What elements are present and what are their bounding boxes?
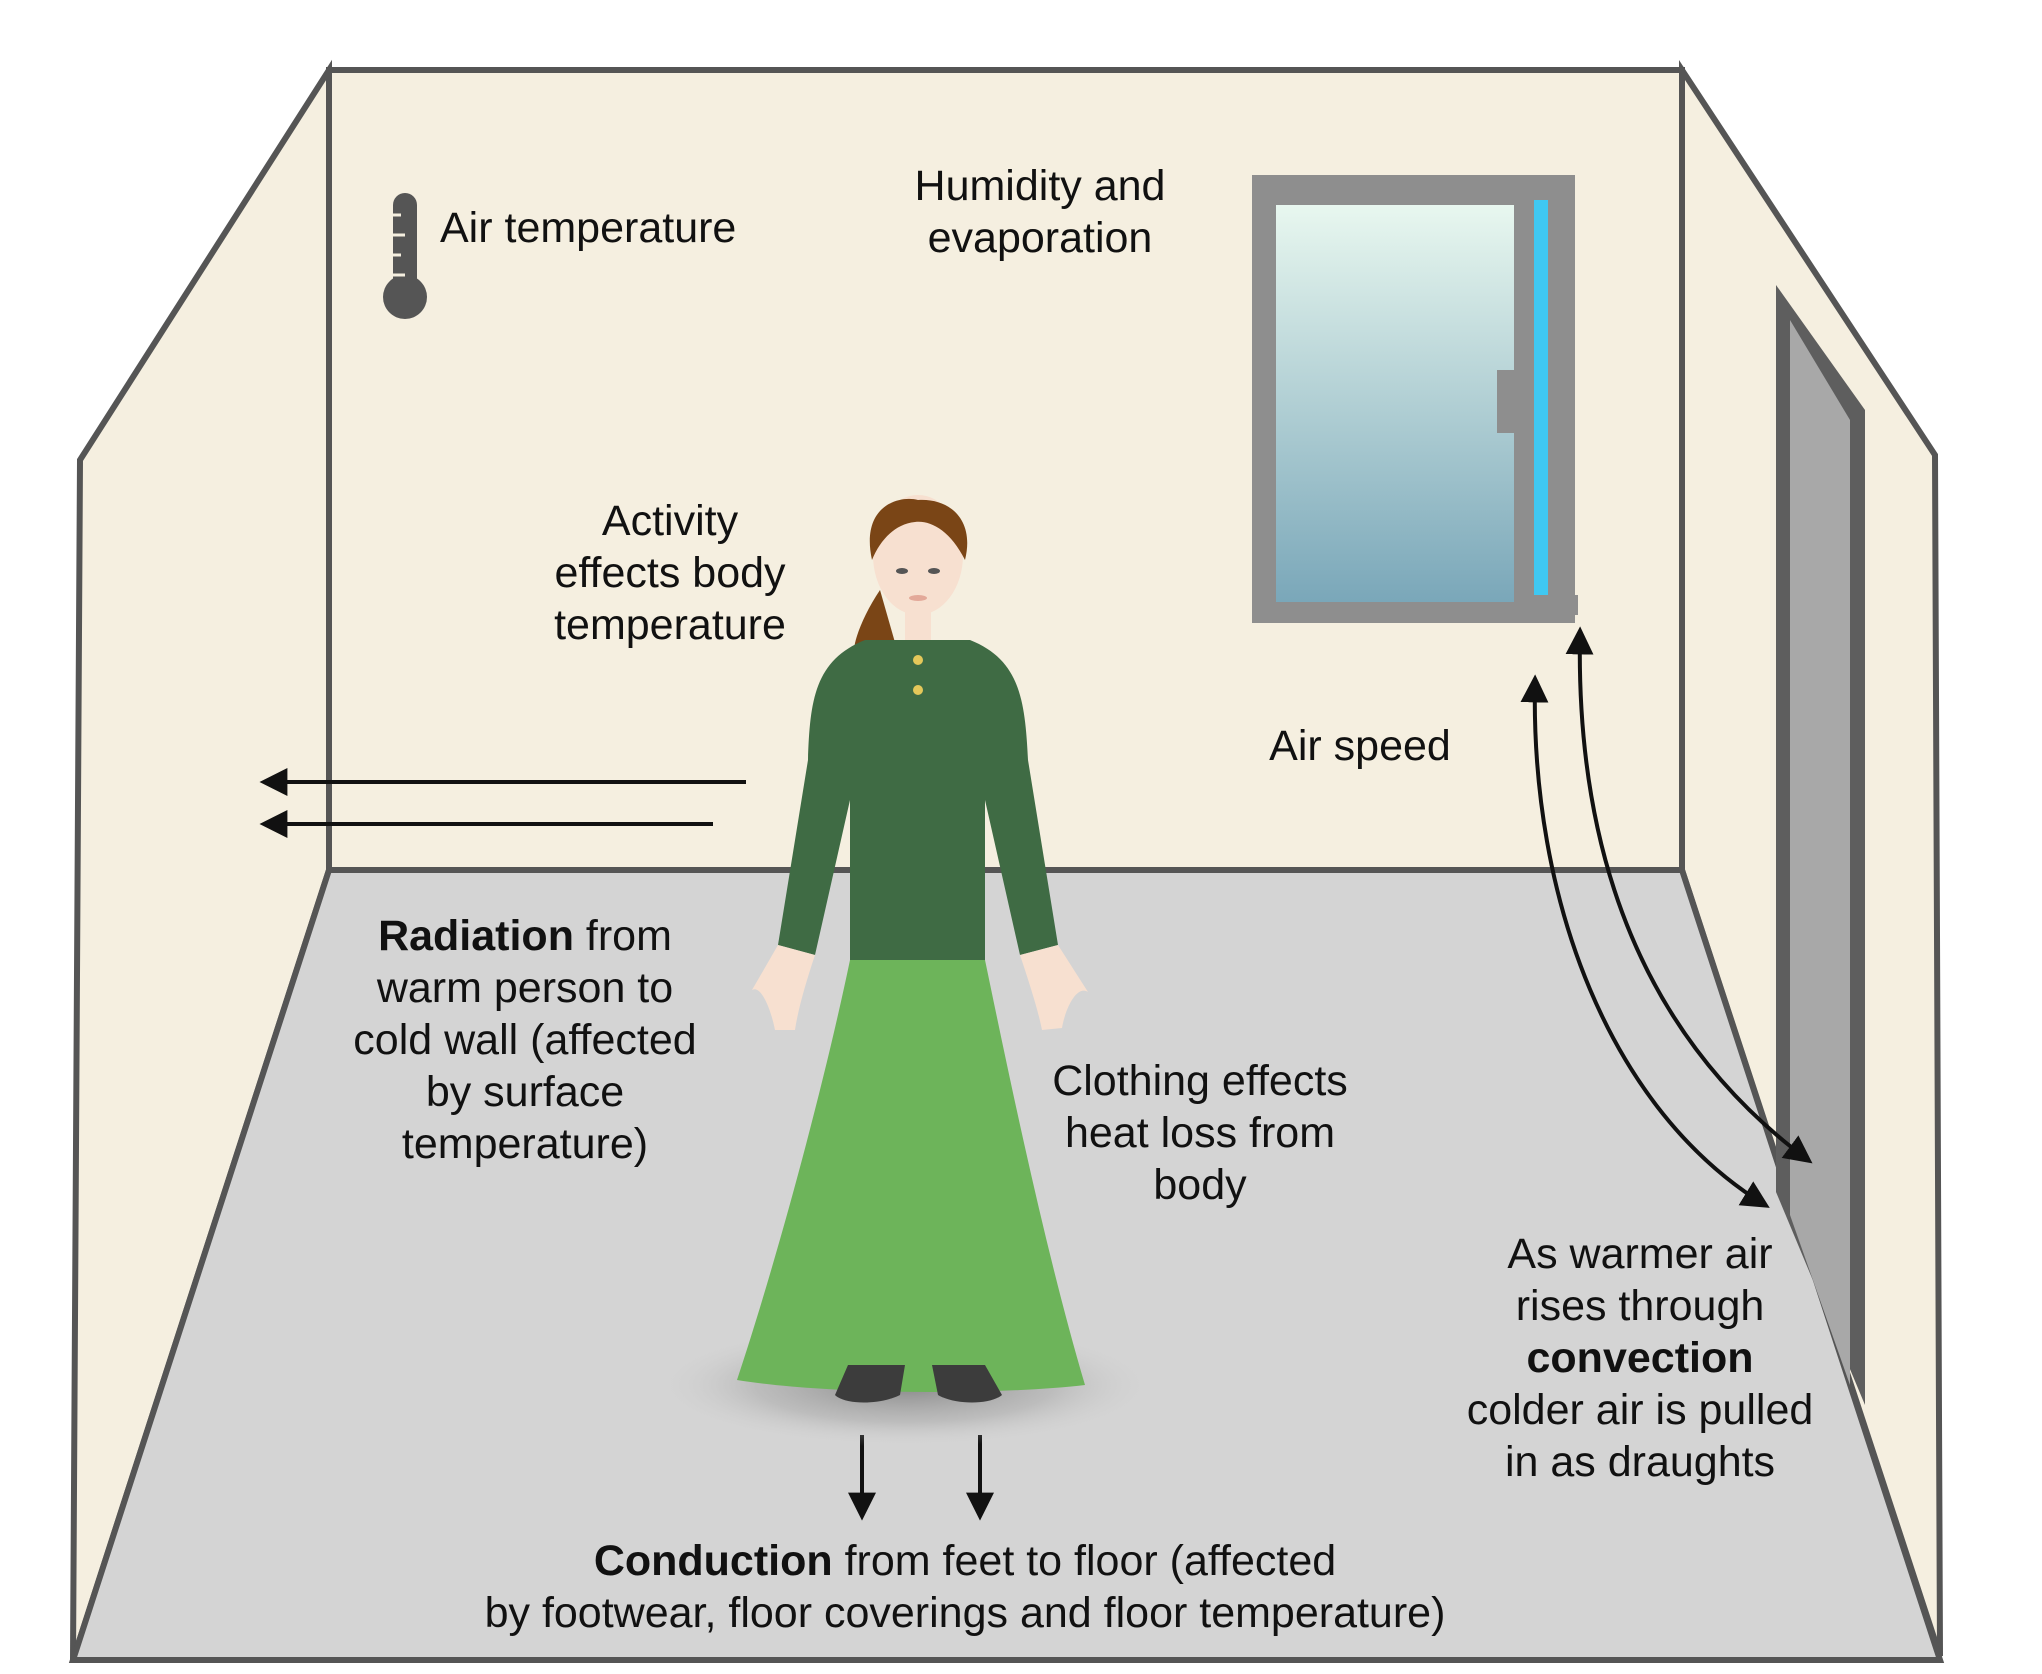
- air-temperature-label: Air temperature: [440, 204, 737, 252]
- thermometer-icon: [383, 193, 427, 319]
- radiation-label: Radiation from warm person to cold wall …: [353, 912, 697, 1168]
- air-speed-label: Air speed: [1269, 722, 1451, 770]
- humidity-label: Humidity and evaporation: [914, 162, 1166, 262]
- radiation-bold: Radiation: [378, 912, 574, 960]
- radiation-arrows: [259, 768, 746, 838]
- conduction-bold: Conduction: [593, 1537, 833, 1585]
- convection-label: As warmer air rises through convection c…: [1466, 1230, 1814, 1486]
- conduction-arrows: [848, 1435, 994, 1521]
- convection-bold: convection: [1526, 1334, 1754, 1382]
- window-icon: [1252, 175, 1578, 623]
- person-figure: [655, 495, 1155, 1447]
- convection-arrows: [1520, 626, 1813, 1208]
- conduction-label: Conduction from feet to floor (affected …: [484, 1537, 1446, 1637]
- activity-label: Activity effects body temperature: [554, 497, 786, 649]
- clothing-label: Clothing effects heat loss from body: [1052, 1057, 1348, 1209]
